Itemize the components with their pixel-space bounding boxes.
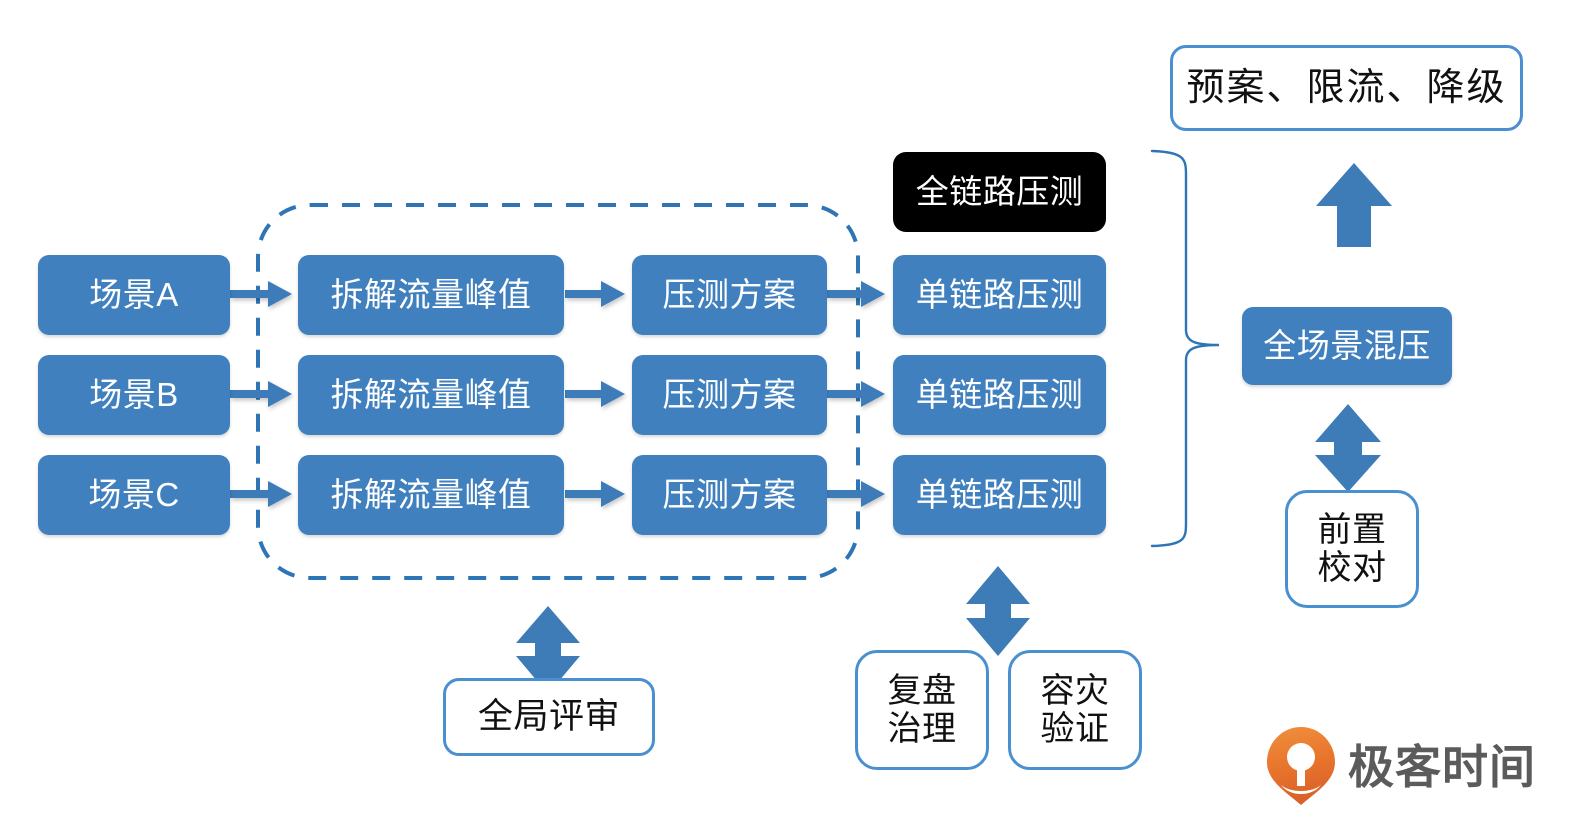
arrow-mixed-to-outcome xyxy=(1316,163,1392,247)
arrow-scenario-b-to-peak xyxy=(230,381,292,407)
stress-test-plan-label-row1: 压测方案 xyxy=(662,275,797,313)
contingency-plan-label: 预案、限流、降级 xyxy=(1186,66,1507,109)
peak-decomposition-label-row3: 拆解流量峰值 xyxy=(330,475,532,513)
arrow-scenario-a-to-peak xyxy=(230,281,292,307)
arrow-peak-to-plan-row2 xyxy=(565,381,625,407)
single-link-test-label-row2: 单链路压测 xyxy=(915,375,1084,413)
peak-decomposition-box-row1[interactable]: 拆解流量峰值 xyxy=(298,255,564,335)
scenario-c-box[interactable]: 场景C xyxy=(38,455,230,535)
stress-test-plan-label-row3: 压测方案 xyxy=(662,475,797,513)
global-review-box[interactable]: 全局评审 xyxy=(443,678,655,756)
review-governance-box[interactable]: 复盘 治理 xyxy=(855,650,989,770)
single-link-test-label-row3: 单链路压测 xyxy=(915,475,1084,513)
stress-test-plan-label-row2: 压测方案 xyxy=(662,375,797,413)
single-link-test-box-row1[interactable]: 单链路压测 xyxy=(893,255,1106,335)
arrow-precheck-to-mixed xyxy=(1315,404,1381,492)
stress-test-plan-box-row3[interactable]: 压测方案 xyxy=(632,455,827,535)
peak-decomposition-label-row1: 拆解流量峰值 xyxy=(330,275,532,313)
scenario-a-label: 场景A xyxy=(89,275,179,313)
arrow-plan-to-single-row3 xyxy=(827,481,885,507)
scenario-b-label: 场景B xyxy=(89,375,179,413)
mixed-scenario-box[interactable]: 全场景混压 xyxy=(1242,307,1452,385)
pre-check-box[interactable]: 前置 校对 xyxy=(1285,490,1419,608)
scenario-b-box[interactable]: 场景B xyxy=(38,355,230,435)
contingency-plan-box[interactable]: 预案、限流、降级 xyxy=(1170,45,1523,131)
grouping-brace xyxy=(1150,149,1220,548)
arrow-review-dr-to-single-link xyxy=(966,566,1030,656)
mixed-scenario-label: 全场景混压 xyxy=(1263,326,1431,364)
global-review-label: 全局评审 xyxy=(477,697,620,737)
peak-decomposition-box-row2[interactable]: 拆解流量峰值 xyxy=(298,355,564,435)
peak-decomposition-box-row3[interactable]: 拆解流量峰值 xyxy=(298,455,564,535)
scenario-c-label: 场景C xyxy=(88,475,180,513)
review-governance-label: 复盘 治理 xyxy=(887,671,957,748)
geektime-logo-text: 极客时间 xyxy=(1348,741,1536,793)
stress-test-plan-box-row1[interactable]: 压测方案 xyxy=(632,255,827,335)
arrow-plan-to-single-row2 xyxy=(827,381,885,407)
arrow-scenario-c-to-peak xyxy=(230,481,292,507)
scenario-a-box[interactable]: 场景A xyxy=(38,255,230,335)
peak-decomposition-label-row2: 拆解流量峰值 xyxy=(330,375,532,413)
dr-verification-box[interactable]: 容灾 验证 xyxy=(1008,650,1142,770)
geektime-logo: 极客时间 xyxy=(1348,731,1536,797)
full-link-stress-test-banner[interactable]: 全链路压测 xyxy=(893,152,1106,232)
single-link-test-box-row2[interactable]: 单链路压测 xyxy=(893,355,1106,435)
single-link-test-label-row1: 单链路压测 xyxy=(915,275,1084,313)
stress-test-plan-box-row2[interactable]: 压测方案 xyxy=(632,355,827,435)
geektime-pin-icon xyxy=(1267,727,1335,805)
dr-verification-label: 容灾 验证 xyxy=(1040,671,1110,748)
arrow-peak-to-plan-row1 xyxy=(565,281,625,307)
arrow-plan-to-single-row1 xyxy=(827,281,885,307)
arrow-peak-to-plan-row3 xyxy=(565,481,625,507)
pre-check-label: 前置 校对 xyxy=(1317,510,1387,587)
single-link-test-box-row3[interactable]: 单链路压测 xyxy=(893,455,1106,535)
full-link-stress-test-label: 全链路压测 xyxy=(915,172,1084,210)
